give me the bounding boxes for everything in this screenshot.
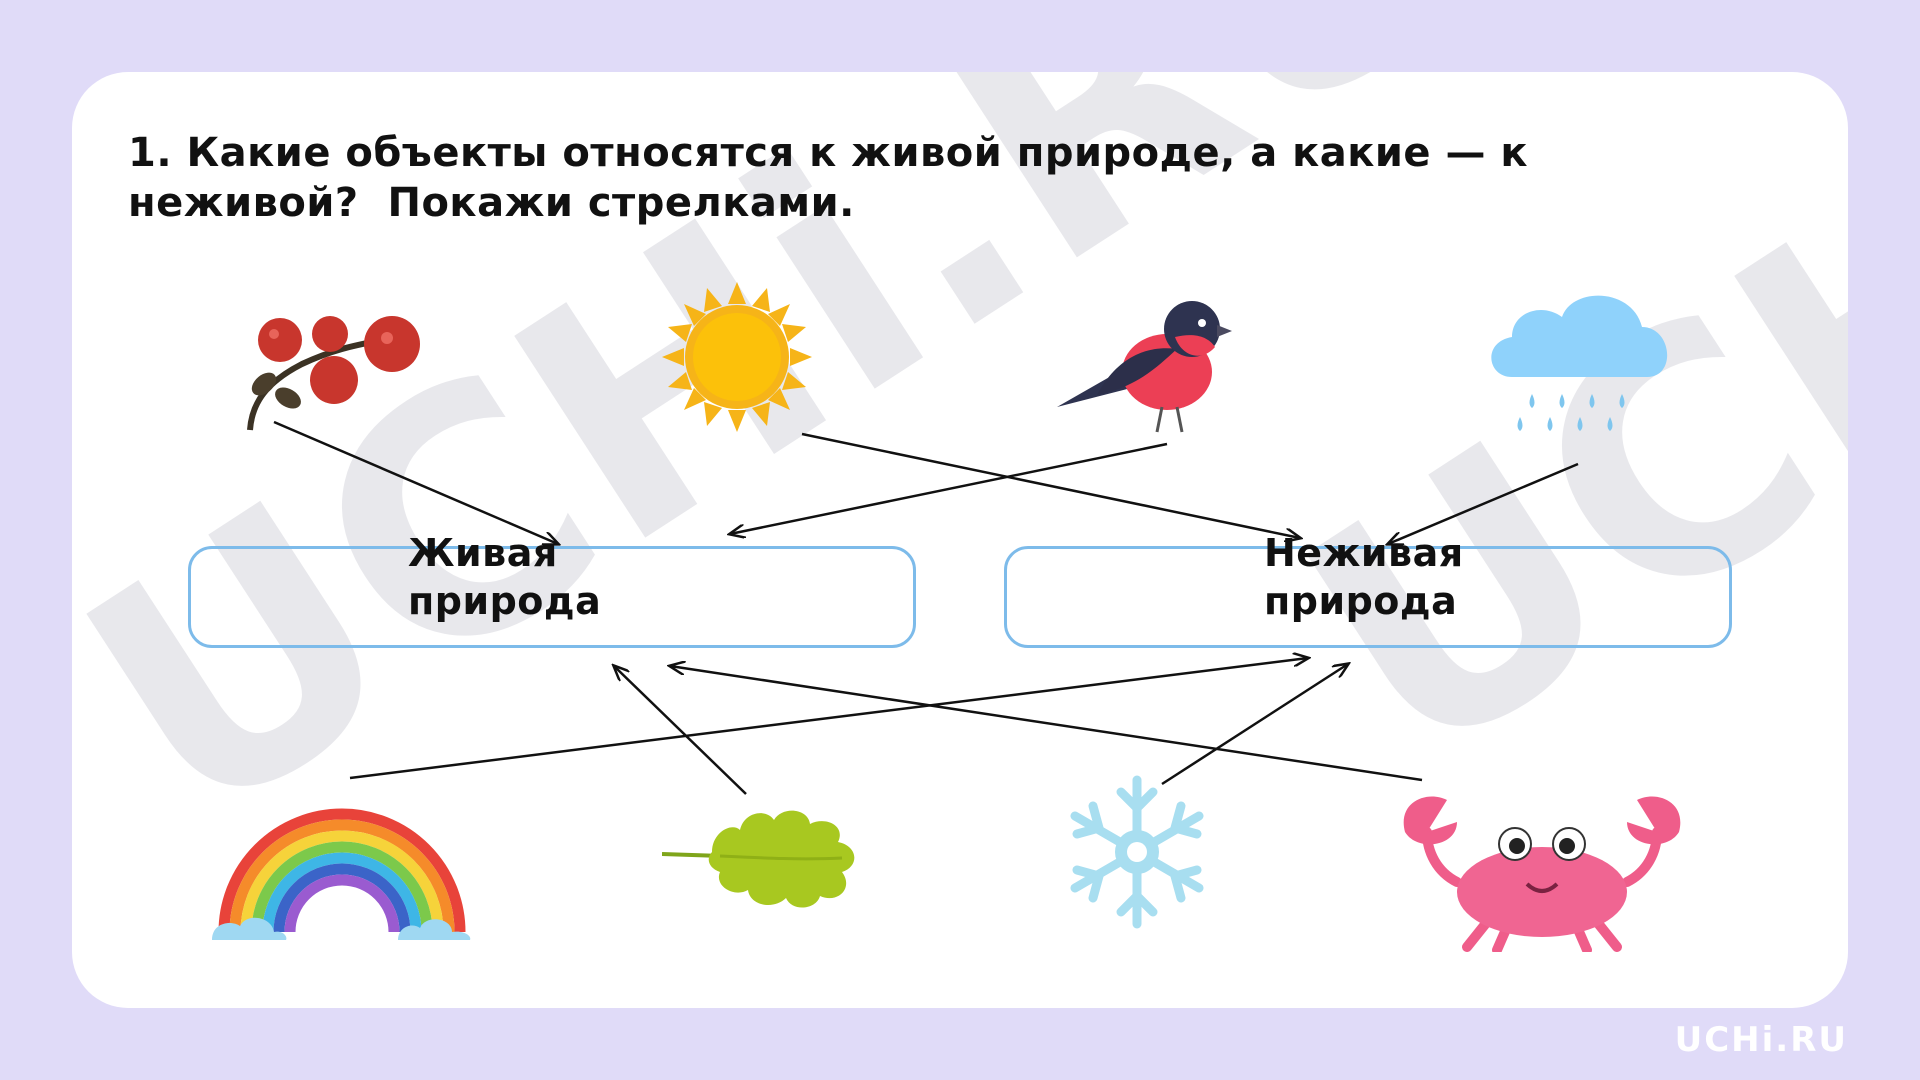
exercise-card: UCHi.RU UCHi.RU 1. Какие объекты относят…	[72, 72, 1848, 1008]
arrow-snowflake-to-nonliving	[1161, 664, 1348, 786]
oak-leaf-icon	[662, 810, 855, 908]
berries-icon	[247, 316, 420, 431]
living-nature-label: Живая природа	[408, 531, 602, 623]
arrow-leaf-to-living	[614, 666, 747, 795]
bullfinch-icon	[1057, 301, 1232, 433]
arrow-sun-to-nonliving	[801, 432, 1300, 538]
arrow-berries-to-living	[273, 420, 558, 544]
crab-icon	[1403, 796, 1681, 952]
sun-icon	[662, 282, 812, 432]
rainbow-icon	[212, 808, 471, 940]
arrow-rainbow-to-nonliving	[349, 658, 1308, 780]
nonliving-nature-box[interactable]	[1004, 546, 1732, 648]
snowflake-icon	[1070, 775, 1204, 929]
answer-arrows	[273, 420, 1579, 795]
rain-cloud-icon	[1491, 295, 1668, 431]
living-nature-box[interactable]	[188, 546, 916, 648]
arrow-bullfinch-to-living	[730, 442, 1168, 534]
uchi-logo: UCHi.RU	[1674, 1020, 1848, 1060]
arrow-cloud-to-nonliving	[1388, 462, 1579, 544]
arrow-crab-to-living	[670, 666, 1423, 782]
task-title: 1. Какие объекты относятся к живой приро…	[128, 130, 1543, 226]
